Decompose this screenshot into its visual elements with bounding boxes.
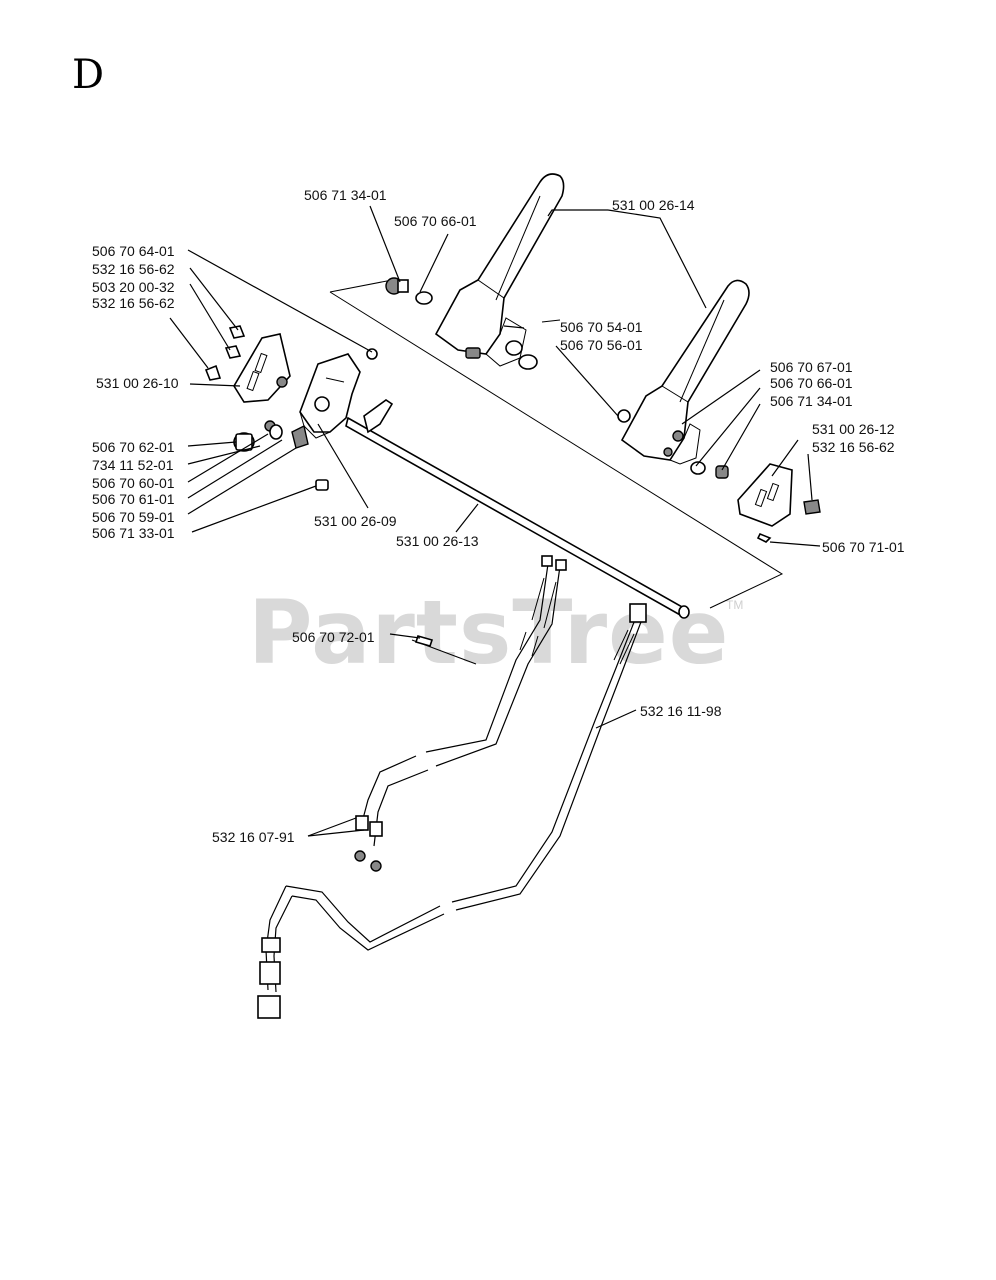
- assembly-plane-outline: [329, 279, 784, 609]
- right-washers-bolt: [690, 461, 729, 479]
- label-506-70-56-01: 506 70 56-01: [560, 337, 643, 353]
- watermark: PartsTree: [248, 581, 730, 684]
- label-531-00-26-13: 531 00 26-13: [396, 533, 479, 549]
- left-handle: [434, 173, 565, 367]
- section-letter: D: [72, 52, 105, 98]
- label-506-70-66-01-top: 506 70 66-01: [394, 213, 477, 229]
- watermark-trademark: TM: [726, 598, 744, 612]
- label-532-16-07-91: 532 16 07-91: [212, 829, 295, 845]
- label-532-16-11-98: 532 16 11-98: [640, 703, 722, 719]
- label-532-16-56-62-a: 532 16 56-62: [92, 261, 175, 277]
- label-531-00-26-12: 531 00 26-12: [812, 421, 895, 437]
- label-734-11-52-01: 734 11 52-01: [92, 457, 174, 473]
- top-bolt-washer: [385, 277, 433, 305]
- label-506-71-33-01: 506 71 33-01: [92, 525, 175, 541]
- right-bracket: [737, 463, 821, 543]
- label-506-70-72-01: 506 70 72-01: [292, 629, 375, 645]
- label-531-00-26-09: 531 00 26-09: [314, 513, 397, 529]
- twin-cables: [354, 555, 567, 872]
- gear-plate: [299, 353, 361, 439]
- part-labels: 506 71 34-01 506 70 66-01 531 00 26-14 5…: [92, 187, 905, 845]
- label-506-71-34-01-top: 506 71 34-01: [304, 187, 387, 203]
- label-531-00-26-14: 531 00 26-14: [612, 197, 695, 213]
- label-506-70-64-01: 506 70 64-01: [92, 243, 175, 259]
- label-506-71-34-01-r: 506 71 34-01: [770, 393, 853, 409]
- label-506-70-66-01-r: 506 70 66-01: [770, 375, 853, 391]
- label-503-20-00-32: 503 20 00-32: [92, 279, 175, 295]
- left-bracket: [233, 333, 291, 403]
- right-handle: [620, 279, 750, 465]
- label-532-16-56-62-c: 532 16 56-62: [812, 439, 895, 455]
- label-506-70-59-01: 506 70 59-01: [92, 509, 175, 525]
- label-532-16-56-62-b: 532 16 56-62: [92, 295, 175, 311]
- small-spring: [411, 635, 477, 665]
- label-506-70-54-01: 506 70 54-01: [560, 319, 643, 335]
- label-506-70-71-01: 506 70 71-01: [822, 539, 905, 555]
- label-506-70-62-01: 506 70 62-01: [92, 439, 175, 455]
- shaft: [345, 399, 690, 619]
- handle-bushing: [505, 340, 631, 423]
- label-506-70-60-01: 506 70 60-01: [92, 475, 175, 491]
- label-506-70-61-01: 506 70 61-01: [92, 491, 175, 507]
- label-506-70-67-01: 506 70 67-01: [770, 359, 853, 375]
- long-cable: [257, 603, 647, 1019]
- leader-lines: [169, 205, 821, 837]
- label-531-00-26-10: 531 00 26-10: [96, 375, 179, 391]
